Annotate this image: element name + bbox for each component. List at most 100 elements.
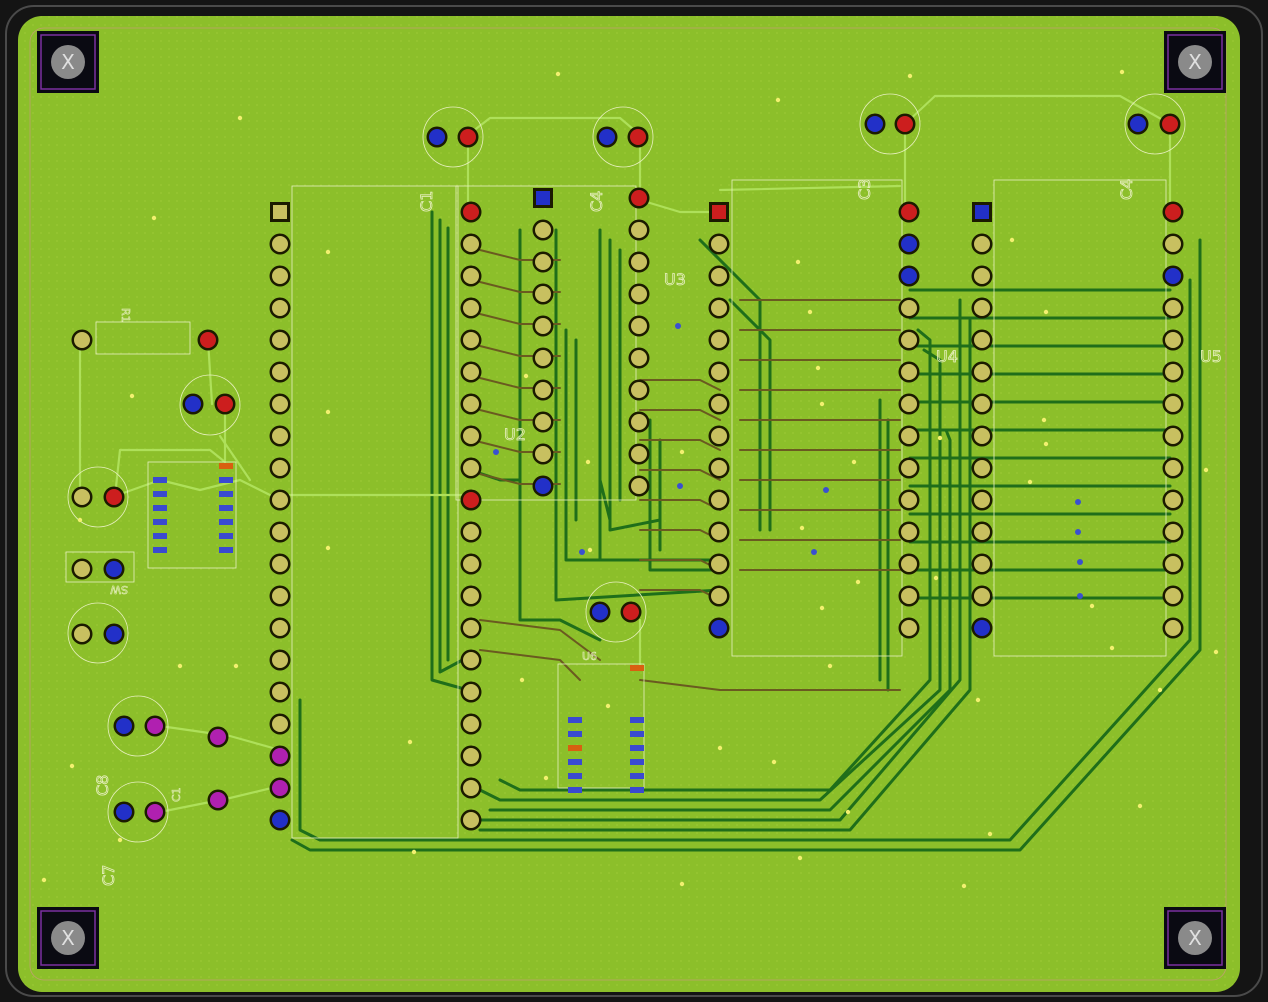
sw-outline (65, 551, 135, 583)
track-top (903, 94, 1172, 126)
via (233, 663, 239, 669)
pad-copper (901, 332, 917, 348)
smd-pad (568, 759, 582, 765)
pad-copper (463, 684, 479, 700)
keepout-outline (29, 27, 1227, 981)
label-u4: U4 (936, 347, 958, 366)
pad-copper (901, 364, 917, 380)
smd-pad (153, 547, 167, 553)
pad-copper (106, 489, 122, 505)
pad-copper (631, 286, 647, 302)
cap-outline (107, 781, 169, 843)
via (1043, 441, 1049, 447)
smd-pad (568, 717, 582, 723)
pad-copper (463, 460, 479, 476)
pad-copper (1165, 492, 1181, 508)
pad-copper (901, 492, 917, 508)
via (177, 663, 183, 669)
pad-copper (463, 588, 479, 604)
pad-copper (272, 396, 288, 412)
via (717, 745, 723, 751)
pad-copper (631, 478, 647, 494)
pad-copper (1165, 588, 1181, 604)
pad-copper (1165, 332, 1181, 348)
pad-copper (272, 620, 288, 636)
via (807, 309, 813, 315)
pad-copper (711, 364, 727, 380)
pad-copper (463, 524, 479, 540)
r1-outline (95, 321, 191, 355)
via (1027, 479, 1033, 485)
pad-copper (535, 414, 551, 430)
via (851, 459, 857, 465)
label-u3: U3 (664, 270, 686, 289)
via-blue (811, 549, 817, 555)
pad-copper (974, 236, 990, 252)
via (679, 881, 685, 887)
track-bottom (518, 228, 602, 642)
mount-hole-glyph: X (61, 50, 75, 74)
track-alt (639, 379, 721, 391)
pad-copper (463, 716, 479, 732)
via-blue (493, 449, 499, 455)
pad-copper (463, 204, 479, 220)
pad-copper (711, 556, 727, 572)
pad-copper (272, 748, 288, 764)
pad-copper (210, 729, 226, 745)
pad-copper (463, 812, 479, 828)
cap-outline (67, 602, 129, 664)
u-main-outline (291, 185, 459, 839)
via-blue (823, 487, 829, 493)
pad-copper (463, 780, 479, 796)
via-blue (1075, 499, 1081, 505)
pad-copper (463, 364, 479, 380)
mount-hole-drill (51, 921, 85, 955)
via (799, 525, 805, 531)
pad-copper (272, 300, 288, 316)
via (1041, 417, 1047, 423)
pad-copper (272, 556, 288, 572)
board-dotgrid (18, 16, 1240, 992)
pad-copper (711, 460, 727, 476)
track-top (218, 434, 252, 482)
pad-copper (272, 780, 288, 796)
pad-copper (631, 350, 647, 366)
pad-copper (711, 492, 727, 508)
pad-copper (535, 286, 551, 302)
pad-copper (210, 792, 226, 808)
via (1089, 603, 1095, 609)
smd-pad (630, 773, 644, 779)
via (587, 547, 593, 553)
pad-copper (463, 428, 479, 444)
pad-copper (116, 718, 132, 734)
pads-layer (71, 113, 1184, 831)
track-bottom (728, 298, 772, 532)
pad-copper (901, 620, 917, 636)
track-alt (639, 679, 901, 691)
track-bottom (478, 318, 972, 832)
via (1009, 237, 1015, 243)
pad-copper (711, 524, 727, 540)
via (987, 831, 993, 837)
track-top (718, 184, 902, 192)
smd-pad (219, 547, 233, 553)
smd-pad (630, 717, 644, 723)
pad-copper (901, 236, 917, 252)
pad-copper (463, 396, 479, 412)
pad-copper (463, 268, 479, 284)
pad-copper (974, 396, 990, 412)
label-c1b: C1 (170, 787, 183, 802)
via (797, 855, 803, 861)
smd-pad (630, 731, 644, 737)
via (933, 575, 939, 581)
pad-copper (1165, 236, 1181, 252)
smd-pad (630, 665, 644, 671)
via (555, 71, 561, 77)
cap-outline (592, 106, 654, 168)
via (907, 73, 913, 79)
pad-copper (463, 492, 479, 508)
pad-copper (535, 382, 551, 398)
track-bottom (478, 298, 962, 822)
via (237, 115, 243, 121)
